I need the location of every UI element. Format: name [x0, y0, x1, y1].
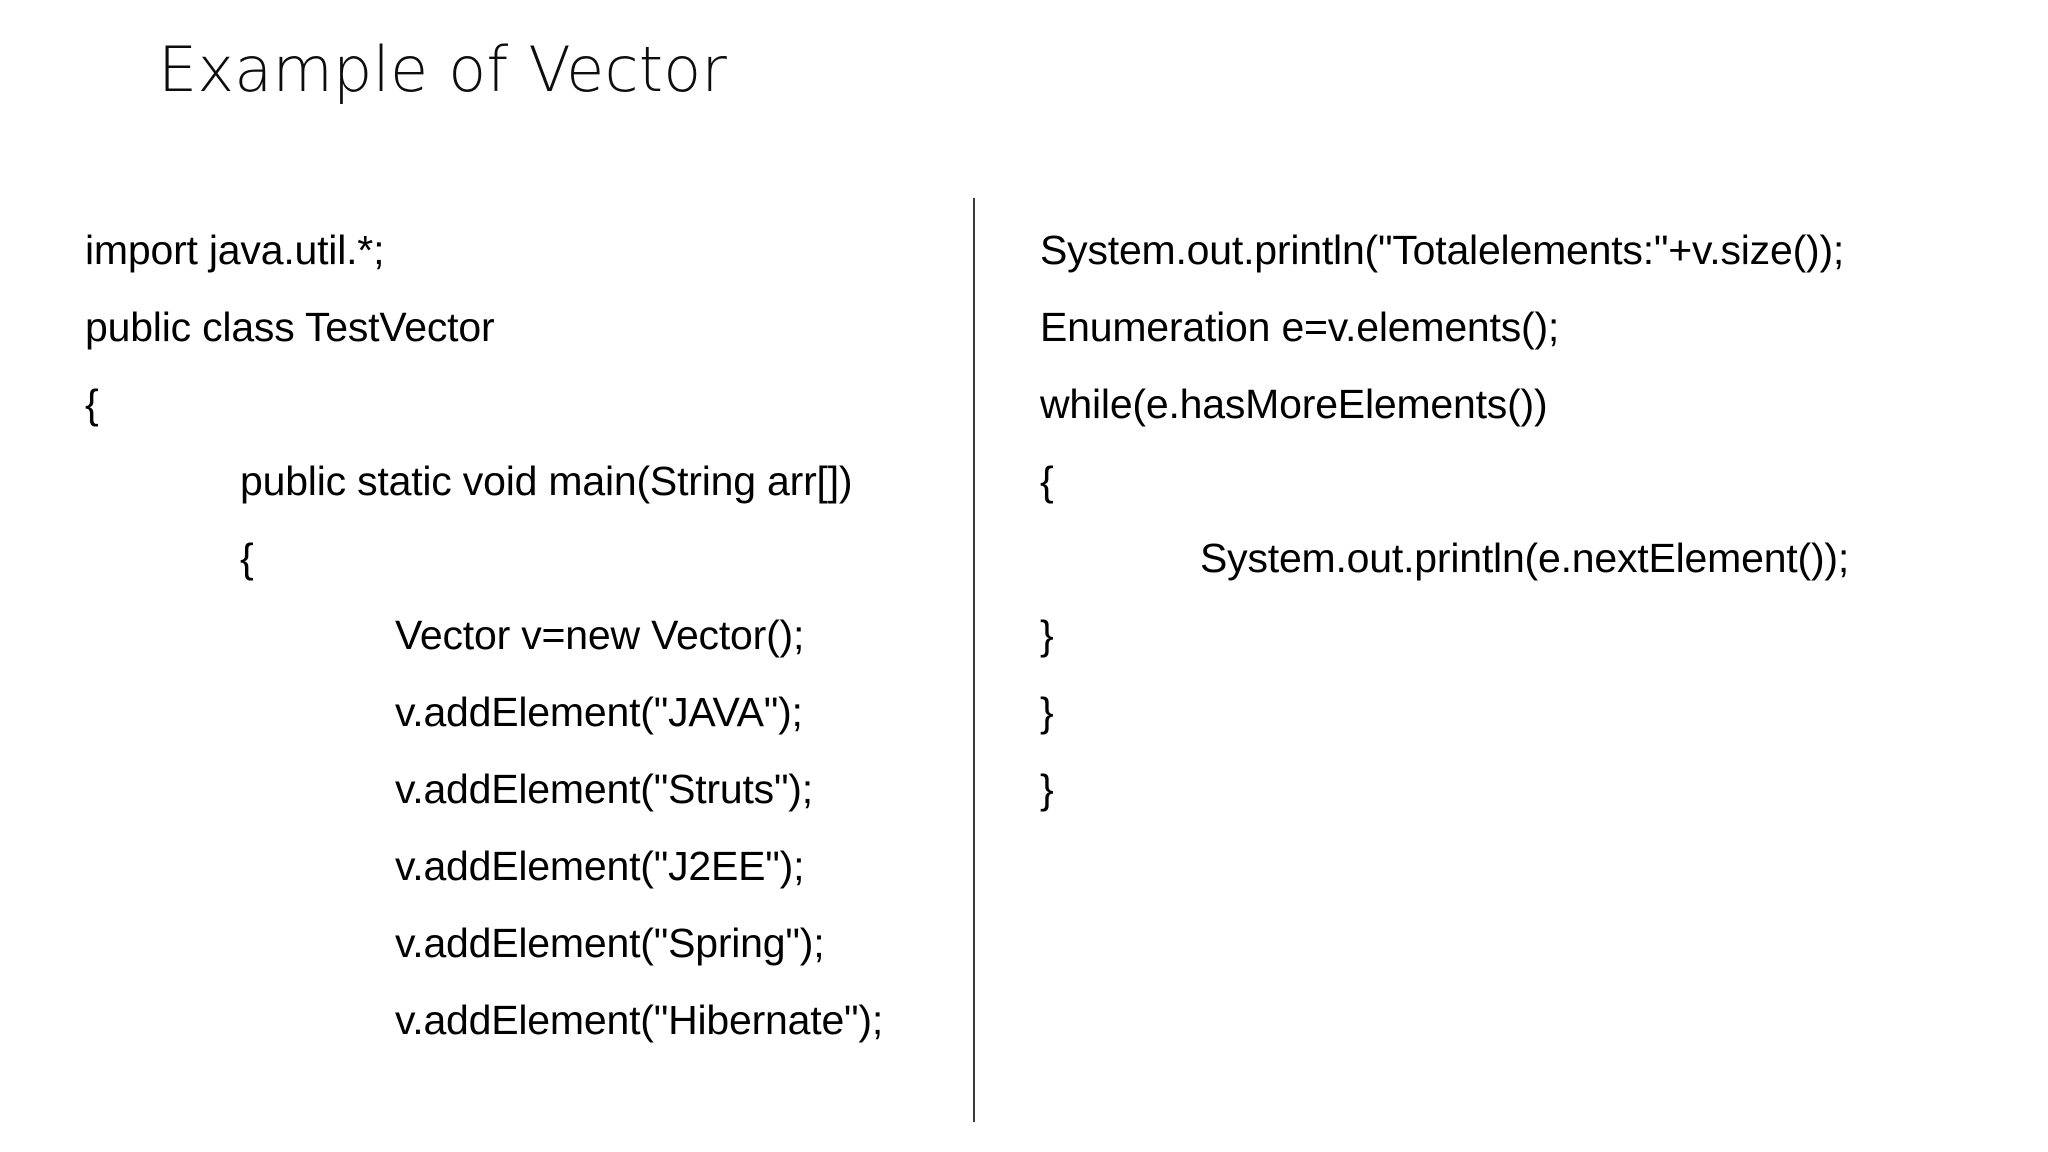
- code-left-line: public class TestVector: [85, 304, 495, 350]
- code-left-line: {: [240, 535, 254, 581]
- code-left-line: {: [85, 381, 99, 427]
- code-right-line: Enumeration e=v.elements();: [1040, 304, 1560, 350]
- code-left-line: v.addElement("Hibernate");: [395, 997, 884, 1043]
- code-left-line: v.addElement("JAVA");: [395, 689, 803, 735]
- code-right-line: while(e.hasMoreElements()): [1040, 381, 1548, 427]
- code-right-line: }: [1040, 689, 1054, 735]
- code-right-line: }: [1040, 766, 1054, 812]
- page-title: Example of Vector: [158, 33, 728, 106]
- code-left-line: v.addElement("J2EE");: [395, 843, 805, 889]
- code-right-line: {: [1040, 458, 1054, 504]
- code-right-line: System.out.println(e.nextElement());: [1200, 535, 1850, 581]
- code-block-right: System.out.println("Totalelements:"+v.si…: [1040, 212, 2000, 828]
- code-left-line: import java.util.*;: [85, 227, 385, 273]
- code-left-line: v.addElement("Struts");: [395, 766, 813, 812]
- code-left-line: v.addElement("Spring");: [395, 920, 825, 966]
- code-left-line: Vector v=new Vector();: [395, 612, 805, 658]
- code-block-left: import java.util.*; public class TestVect…: [85, 212, 955, 1059]
- code-right-line: }: [1040, 612, 1054, 658]
- code-right-line: System.out.println("Totalelements:"+v.si…: [1040, 227, 1845, 273]
- code-left-line: public static void main(String arr[]): [240, 458, 853, 504]
- column-divider: [973, 198, 975, 1122]
